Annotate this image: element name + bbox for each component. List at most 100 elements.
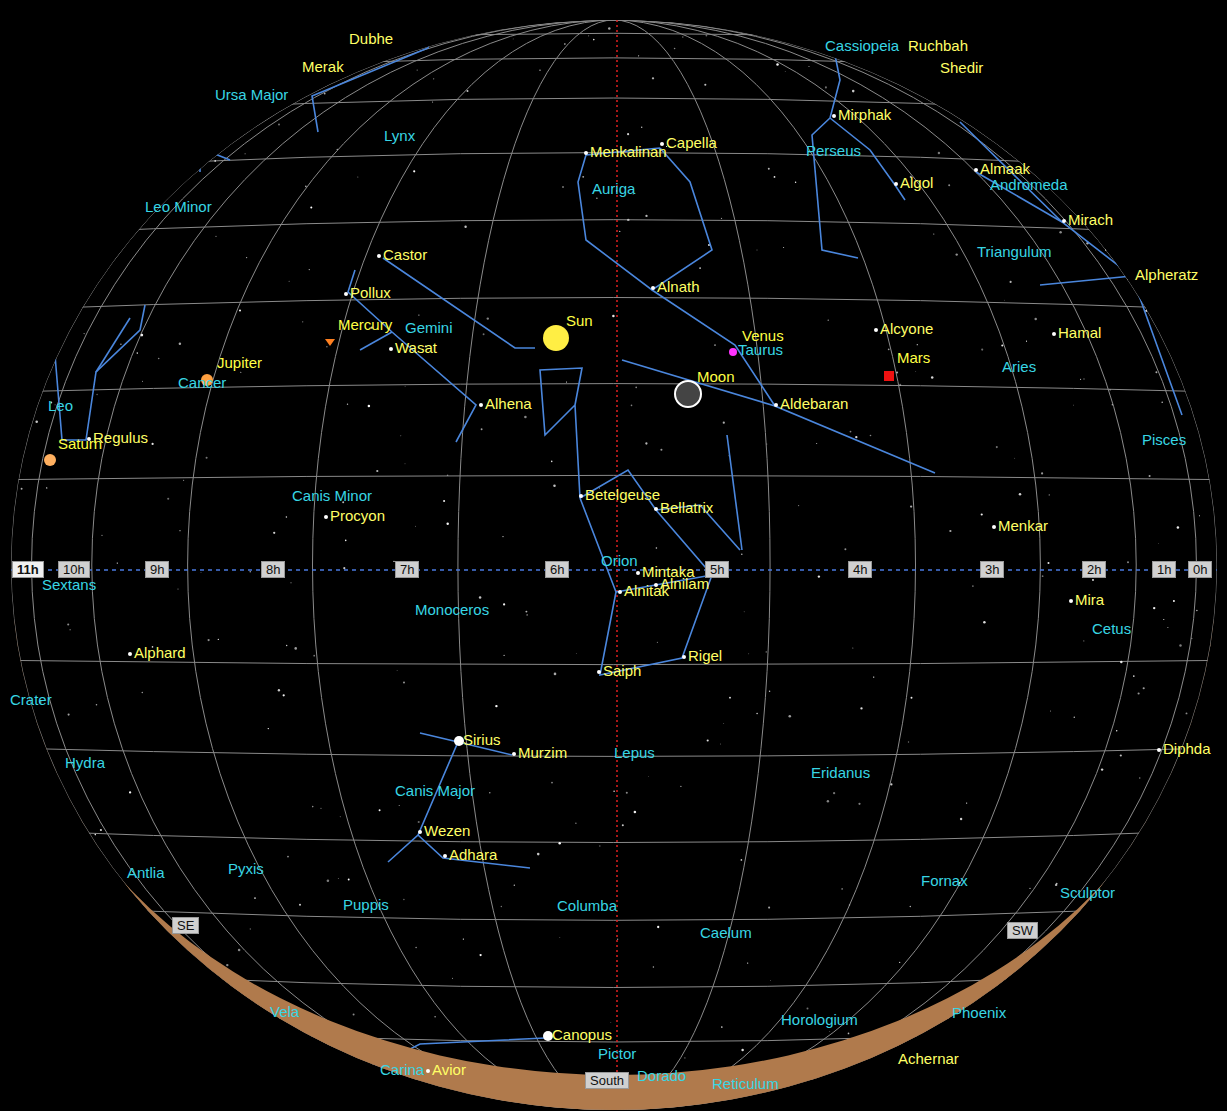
star-point: [1196, 610, 1198, 612]
star-dot: [992, 525, 996, 529]
star-point: [743, 611, 745, 613]
constellation-name: Sextans: [42, 576, 96, 593]
star-point: [798, 505, 799, 506]
star-dot: [389, 347, 393, 351]
constellation-name: Canis Major: [395, 782, 475, 799]
star-point: [949, 530, 951, 532]
box-text: SW: [1012, 923, 1033, 938]
star-point: [92, 921, 93, 922]
constellation-name: Leo: [48, 397, 73, 414]
star-point: [84, 333, 85, 334]
star-point: [938, 152, 940, 154]
star-point: [183, 480, 184, 481]
star-point: [299, 904, 301, 906]
star-point: [479, 954, 481, 956]
star-point: [1009, 12, 1011, 14]
star-point: [243, 3, 245, 5]
star-point: [136, 191, 138, 193]
star-point: [56, 965, 58, 967]
star-point: [13, 56, 15, 58]
box-text: 6h: [550, 562, 564, 577]
star-point: [418, 821, 420, 823]
compass-marker: SE: [172, 917, 199, 934]
constellation-name: Gemini: [405, 319, 453, 336]
star-point: [254, 897, 256, 899]
star-point: [996, 446, 998, 448]
constellation-name: Perseus: [806, 142, 861, 159]
star-point: [1014, 457, 1016, 459]
star-name: Shedir: [940, 59, 983, 76]
star-point: [372, 56, 374, 58]
star-point: [1134, 39, 1136, 41]
star-point: [1112, 404, 1113, 405]
star-point: [1138, 692, 1140, 694]
star-point: [153, 68, 154, 69]
star-name: Murzim: [518, 744, 567, 761]
constellation-name: Aries: [1002, 358, 1036, 375]
star-point: [1133, 675, 1135, 677]
venus-symbol: [729, 348, 737, 356]
star-point: [52, 132, 54, 134]
star-point: [539, 70, 540, 71]
star-point: [622, 824, 624, 826]
star-point: [849, 904, 851, 906]
star-point: [1139, 777, 1141, 779]
box-text: 4h: [853, 562, 867, 577]
star-point: [240, 372, 241, 373]
star-point: [890, 783, 892, 785]
planet-name: Mars: [897, 349, 930, 366]
star-point: [96, 394, 97, 395]
star-point: [931, 376, 934, 379]
star-name: Wezen: [424, 822, 470, 839]
star-point: [246, 257, 247, 258]
star-point: [268, 728, 269, 729]
star-dot: [1062, 219, 1066, 223]
star-point: [1074, 716, 1076, 718]
star-point: [707, 739, 709, 741]
star-name: Wasat: [395, 339, 437, 356]
star-point: [1170, 236, 1172, 238]
star-point: [582, 176, 584, 178]
star-name: Alnitak: [624, 582, 669, 599]
star-point: [446, 522, 448, 524]
star-point: [101, 535, 102, 536]
star-point: [768, 907, 770, 909]
star-point: [95, 834, 97, 836]
star-point: [21, 488, 23, 490]
star-point: [447, 474, 449, 476]
star-point: [626, 792, 628, 794]
star-point: [357, 177, 358, 178]
star-name: Dubhe: [349, 30, 393, 47]
star-point: [502, 536, 503, 537]
star-point: [1161, 402, 1163, 404]
saturn-symbol: [44, 454, 56, 466]
star-point: [908, 741, 909, 742]
star-point: [200, 572, 202, 574]
grid-meridian: [313, 20, 916, 1110]
star-point: [1145, 1058, 1147, 1060]
star-point: [1073, 404, 1075, 406]
star-point: [723, 422, 725, 424]
star-point: [766, 443, 767, 444]
star-dot: [1157, 748, 1161, 752]
star-point: [848, 1033, 850, 1035]
star-point: [770, 979, 772, 981]
star-point: [35, 420, 38, 423]
star-point: [1109, 389, 1111, 391]
star-point: [512, 38, 514, 40]
hour-marker: 0h: [1188, 561, 1212, 578]
star-point: [641, 127, 642, 128]
constellation-name: Phoenix: [952, 1004, 1006, 1021]
star-point: [117, 925, 120, 928]
star-dot: [418, 830, 422, 834]
star-point: [768, 168, 770, 170]
hour-marker: 7h: [395, 561, 419, 578]
star-point: [514, 885, 515, 886]
star-point: [422, 1104, 424, 1106]
star-point: [68, 827, 69, 828]
star-dot: [902, 45, 906, 49]
star-point: [337, 149, 338, 150]
star-name: Alhena: [485, 395, 532, 412]
hour-marker: 10h: [58, 561, 90, 578]
star-point: [347, 404, 348, 405]
